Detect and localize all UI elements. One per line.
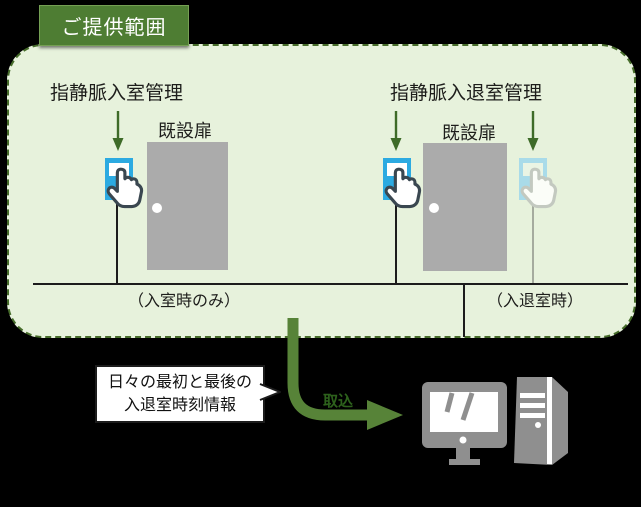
callout-line-2: 入退室時刻情報 <box>123 397 236 414</box>
import-curved-arrow-icon <box>287 318 403 430</box>
reader-wire-line-faded <box>532 199 534 284</box>
hand-cursor-icon <box>384 167 422 209</box>
door-label: 既設扉 <box>442 123 496 143</box>
down-arrow-icon <box>390 111 402 151</box>
zone-divider-line <box>463 284 465 337</box>
door-knob <box>429 203 439 213</box>
entry-system-label: 指静脈入室管理 <box>50 83 184 104</box>
down-arrow-icon <box>112 111 124 151</box>
callout-box: 日々の最初と最後の 入退室時刻情報 <box>95 365 265 423</box>
hand-cursor-icon <box>106 167 144 209</box>
hand-cursor-icon-faded <box>520 167 558 209</box>
scope-title-chip: ご提供範囲 <box>39 5 189 46</box>
entry-exit-system-label: 指静脈入退室管理 <box>390 83 543 104</box>
scope-title-label: ご提供範囲 <box>61 17 167 39</box>
door-label: 既設扉 <box>158 121 212 141</box>
callout-line-1: 日々の最初と最後の <box>107 373 252 391</box>
import-arrow-label: 取込 <box>323 393 354 410</box>
reader-wire-line <box>116 199 118 284</box>
timing-note-entry-exit: （入退室時） <box>487 293 584 310</box>
timing-note-entry: （入室時のみ） <box>128 293 241 310</box>
down-arrow-icon <box>527 111 539 151</box>
timeline-baseline <box>33 283 628 285</box>
door-knob <box>152 203 162 213</box>
desktop-computer-icon <box>422 377 568 465</box>
reader-wire-line <box>395 199 397 284</box>
callout-pointer-icon <box>259 383 281 401</box>
